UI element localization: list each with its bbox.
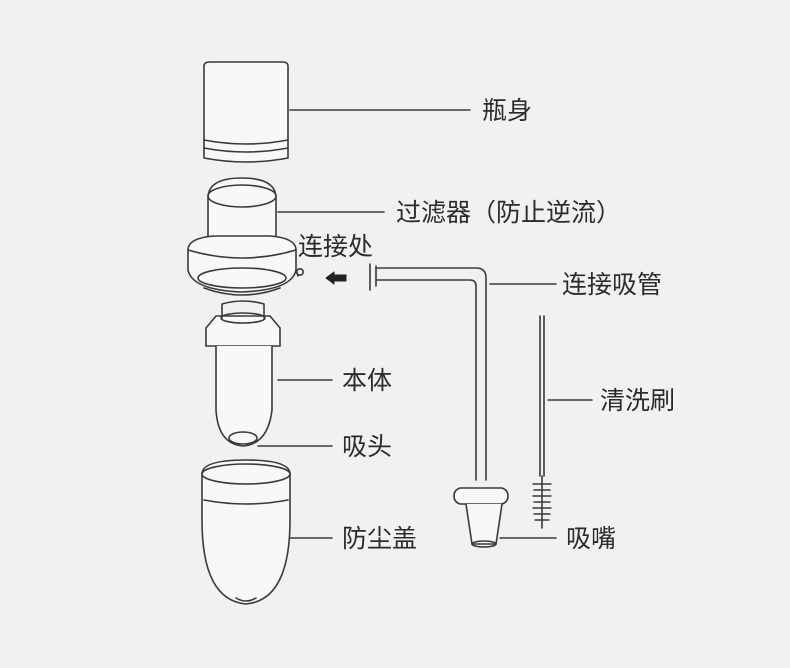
label-dust-cover: 防尘盖 [342, 524, 418, 553]
label-connecting-straw: 连接吸管 [562, 270, 663, 299]
filter-part [187, 177, 304, 296]
label-suction-head: 吸头 [342, 432, 393, 461]
cleaning-brush-part [532, 315, 552, 529]
label-cleaning-brush: 清洗刷 [600, 386, 676, 415]
leader-lines [257, 109, 593, 539]
label-bottle-body: 瓶身 [482, 96, 533, 125]
label-main-body: 本体 [342, 366, 393, 395]
label-filter: 过滤器（防止逆流） [396, 198, 622, 227]
connecting-straw-part [369, 263, 509, 548]
main-body-part [205, 300, 281, 447]
label-connection-point: 连接处 [298, 232, 374, 261]
arrow-icon [325, 271, 347, 285]
dust-cover-part [201, 459, 291, 605]
label-mouthpiece: 吸嘴 [566, 524, 617, 553]
bottle-body-part [203, 61, 289, 163]
